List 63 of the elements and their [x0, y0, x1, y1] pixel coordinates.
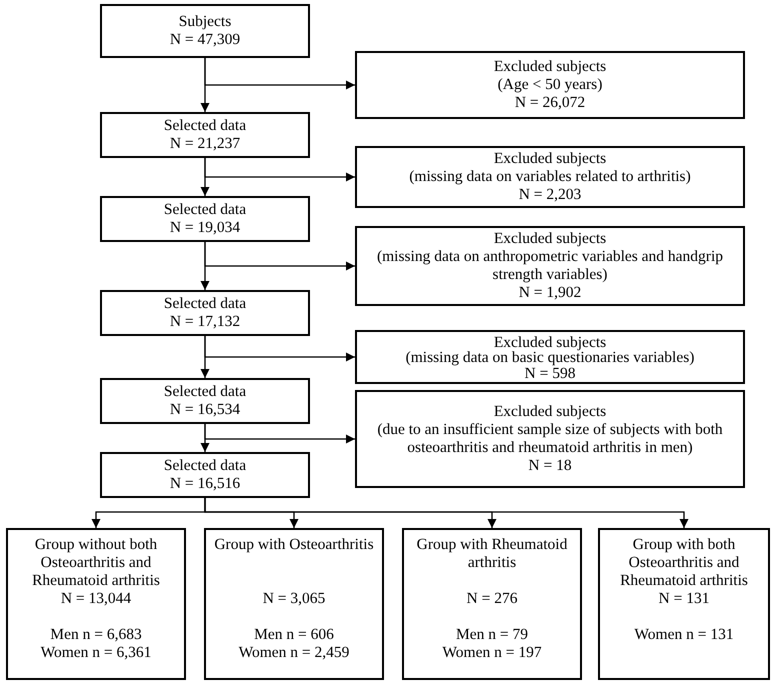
subgroup-count: Men n = 79: [456, 626, 528, 644]
count-text: N = 19,034: [170, 219, 240, 237]
group-title: Group with Rheumatoid arthritis: [416, 536, 568, 573]
arrow: [204, 498, 688, 528]
subgroup-count: Women n = 197: [442, 644, 542, 662]
count-text: N = 276: [466, 590, 518, 608]
group-title: Group with both Osteoarthritis and Rheumatoid arthritis: [619, 536, 749, 590]
group-title: Group without both Osteoarthritis and Rheumatoid arthritis: [31, 536, 161, 590]
exclusion-box: [355, 330, 745, 384]
count-text: N = 17,132: [170, 313, 240, 331]
arrow: [204, 242, 355, 270]
count-text: N = 26,072: [514, 94, 586, 112]
subgroup-count: Women n = 6,361: [40, 644, 152, 662]
process-box: [100, 452, 310, 498]
count-text: N = 2,203: [518, 186, 582, 204]
exclusion-reason: (due to an insufficient sample size of subjects with both osteoarthritis and rheumatoid arthritis in men): [376, 421, 724, 457]
count-text: N = 16,516: [170, 475, 240, 493]
process-box: [100, 290, 310, 336]
group-title: Group with Osteoarthritis: [214, 536, 374, 555]
count-text: N = 18: [528, 457, 572, 475]
box-title: Selected data: [164, 295, 246, 313]
arrow: [204, 158, 355, 182]
subgroup-count: Women n = 131: [634, 626, 734, 644]
exclusion-box: [355, 146, 745, 208]
box-title: Selected data: [164, 117, 246, 135]
count-text: N = 16,534: [170, 401, 240, 419]
group-box: [402, 528, 582, 680]
group-box: [6, 528, 186, 680]
count-text: N = 13,044: [60, 590, 132, 608]
box-title: Excluded subjects: [494, 403, 606, 421]
exclusion-reason: (missing data on basic questionaries variables): [406, 349, 694, 365]
box-title: Selected data: [164, 383, 246, 401]
box-title: Excluded subjects: [494, 150, 606, 168]
box-title: Subjects: [178, 13, 232, 31]
exclusion-box: [355, 390, 745, 488]
count-text: N = 21,237: [170, 135, 240, 153]
count-text: N = 1,902: [518, 284, 582, 302]
box-title: Selected data: [164, 457, 246, 475]
count-text: N = 47,309: [170, 31, 240, 49]
process-box: [100, 112, 310, 158]
box-title: Selected data: [164, 201, 246, 219]
count-text: N = 598: [524, 364, 576, 380]
arrow: [204, 424, 355, 444]
group-box: [204, 528, 384, 680]
subgroup-count: Men n = 606: [254, 626, 334, 644]
exclusion-box: [355, 51, 745, 119]
box-title: Excluded subjects: [494, 58, 606, 76]
group-box: [598, 528, 770, 680]
box-title: Excluded subjects: [494, 334, 606, 350]
process-box: [100, 196, 310, 242]
exclusion-reason: (missing data on variables related to arthritis): [409, 168, 691, 186]
subgroup-count: Women n = 2,459: [238, 644, 350, 662]
process-box: [100, 4, 310, 58]
arrow: [204, 58, 355, 90]
exclusion-box: [355, 226, 745, 306]
count-text: N = 131: [658, 590, 710, 608]
exclusion-reason: (Age < 50 years): [498, 76, 602, 94]
subgroup-count: Men n = 6,683: [50, 626, 142, 644]
exclusion-reason: (missing data on anthropometric variables and handgrip strength variables): [376, 248, 724, 284]
box-title: Excluded subjects: [494, 230, 606, 248]
arrow: [204, 336, 355, 362]
process-box: [100, 378, 310, 424]
count-text: N = 3,065: [262, 590, 326, 608]
